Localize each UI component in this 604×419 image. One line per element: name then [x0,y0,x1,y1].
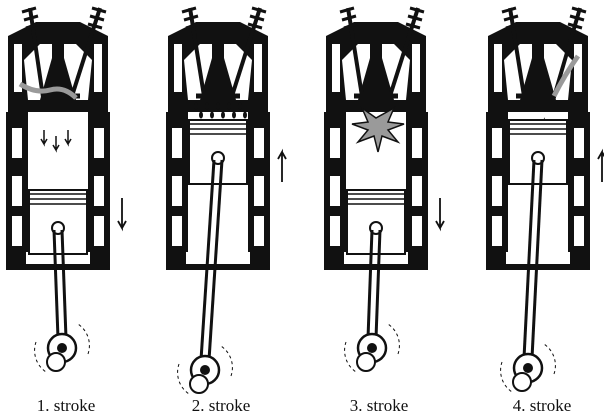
mixture-arrow [41,130,47,144]
head-cavity-left [332,44,340,92]
head-cavity-right [574,44,582,92]
piston-direction-arrow [436,198,444,228]
water-jacket-left-2 [172,176,182,206]
compressed-mixture-dot [199,112,203,119]
compressed-mixture-dot [205,103,209,110]
compressed-mixture-dot [227,103,231,110]
water-jacket-left-1 [172,128,182,158]
ignition-spark [352,108,404,152]
water-jacket-left-2 [330,176,340,206]
water-jacket-left-1 [12,128,22,158]
compressed-mixture-dot [238,103,242,110]
water-jacket-right-1 [94,128,104,158]
water-jacket-left-3 [12,216,22,246]
rotation-arc-left [345,342,356,372]
water-jacket-right-3 [94,216,104,246]
piston-direction-arrow [598,152,604,182]
mixture-arrow [65,130,71,144]
crankshaft-pin [57,343,67,353]
crankshaft-pin [367,343,377,353]
stroke-2-caption: 2. stroke [161,396,281,416]
crank-counterweight [513,373,531,391]
crankshaft-pin [523,363,533,373]
engine-stroke-3 [324,8,444,372]
crank-counterweight [190,375,208,393]
rotation-arc-right [544,344,555,374]
water-jacket-left-3 [330,216,340,246]
piston-direction-arrow [118,198,126,228]
crankcase-skirt [166,252,270,270]
engine-stroke-1 [6,8,126,372]
head-cavity-right [94,44,102,92]
water-jacket-right-1 [412,128,422,158]
engine-stroke-2 [166,8,286,394]
rotation-arc-right [78,324,89,354]
crank-counterweight [357,353,375,371]
rotation-arc-right [388,324,399,354]
water-jacket-left-2 [492,176,502,206]
stroke-3-caption: 3. stroke [319,396,439,416]
water-jacket-right-3 [254,216,264,246]
rotation-arc-left [35,342,46,372]
compressed-mixture-dot [194,103,198,110]
water-jacket-left-3 [492,216,502,246]
water-jacket-right-2 [412,176,422,206]
rotation-arc-left [501,362,512,392]
water-jacket-left-3 [172,216,182,246]
water-jacket-left-2 [12,176,22,206]
head-cavity-left [174,44,182,92]
head-cavity-left [494,44,502,92]
water-jacket-left-1 [330,128,340,158]
stroke-1-caption: 1. stroke [6,396,126,416]
water-jacket-right-1 [574,128,584,158]
compressed-mixture-dot [243,112,247,119]
water-jacket-right-3 [574,216,584,246]
crankshaft-pin [200,365,210,375]
piston-direction-arrow [278,152,286,182]
water-jacket-right-1 [254,128,264,158]
head-cavity-right [412,44,420,92]
crank-counterweight [47,353,65,371]
mixture-arrow [53,136,59,150]
water-jacket-right-2 [94,176,104,206]
compressed-mixture-dot [216,103,220,110]
rotation-arc-right [221,346,232,376]
compressed-mixture-dot [221,112,225,119]
rotation-arc-left [178,364,189,394]
stroke-4-caption: 4. stroke [482,396,602,416]
water-jacket-right-2 [574,176,584,206]
water-jacket-right-3 [412,216,422,246]
water-jacket-right-2 [254,176,264,206]
head-cavity-right [254,44,262,92]
compressed-mixture-dot [210,112,214,119]
engine-stroke-4 [486,8,604,392]
water-jacket-left-1 [492,128,502,158]
compressed-mixture-dot [232,112,236,119]
